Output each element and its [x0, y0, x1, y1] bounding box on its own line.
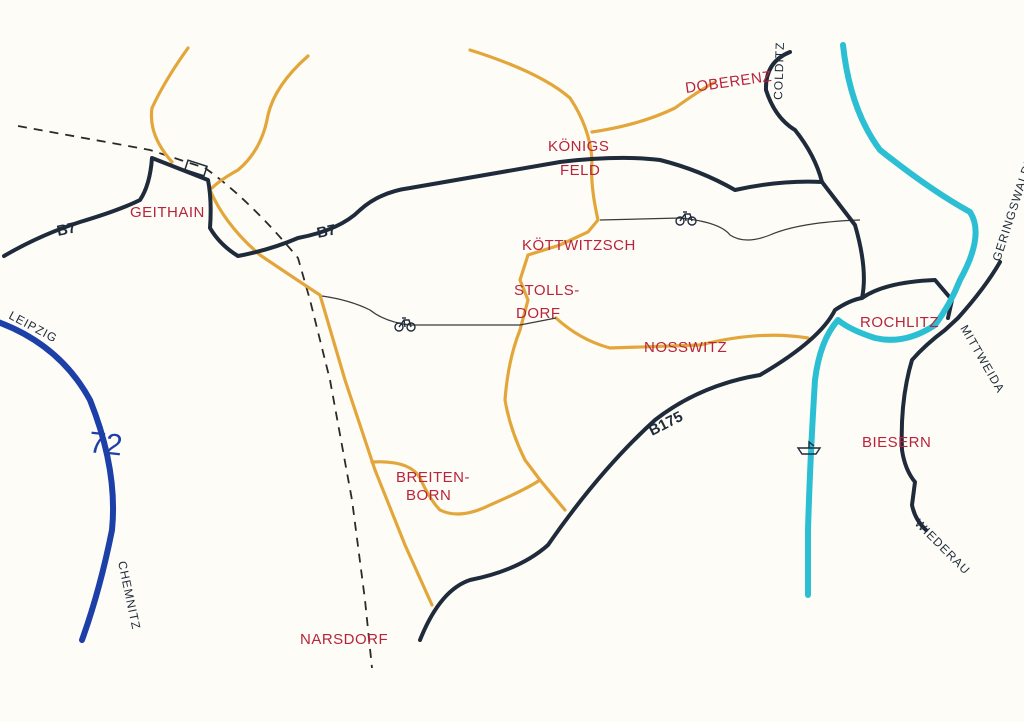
town-label-born: BORN — [406, 487, 451, 504]
minor-road-doberenz — [590, 80, 717, 134]
road-label-b7-east: B7 — [315, 221, 337, 242]
direction-label-wiederau: WIEDERAU — [912, 516, 973, 577]
main-roads — [2, 50, 1002, 642]
minor-road-nosswitz — [554, 316, 810, 350]
town-label-narsdorf: NARSDORF — [300, 631, 388, 648]
minor-road-geithain-north-2 — [210, 54, 310, 190]
minor-roads — [149, 46, 810, 607]
bike-paths — [321, 217, 861, 326]
minor-road-geithain-north-1 — [149, 46, 190, 164]
town-label-koenigs: KÖNIGS — [548, 137, 609, 155]
town-label-breiten: BREITEN- — [396, 469, 470, 486]
town-label-stolls: STOLLS- — [514, 282, 580, 299]
town-label-feld: FELD — [560, 162, 600, 179]
bicycle-icon — [675, 211, 697, 226]
minor-road-geithain-narsdorf — [208, 188, 434, 607]
motorway-a72 — [0, 319, 117, 643]
minor-road-breitenborn — [370, 460, 542, 516]
town-label-rochlitz: ROCHLITZ — [860, 314, 939, 331]
town-label-dorf: DORF — [516, 305, 561, 322]
motorway-shield-72: 72 — [87, 426, 124, 462]
town-label-koettwitzsch: KÖTTWITZSCH — [522, 236, 636, 254]
river-zwickauer-mulde — [805, 42, 979, 598]
road-b175 — [418, 278, 954, 642]
direction-label-colditz: COLDITZ — [771, 41, 787, 100]
direction-label-geringswalde: GERINGSWALDE — [990, 154, 1024, 263]
road-colditz — [763, 50, 866, 300]
road-b7-west — [2, 155, 824, 258]
direction-label-mittweida: MITTWEIDA — [957, 323, 1007, 396]
railway-line — [17, 125, 373, 669]
road-geringswalde — [899, 260, 1002, 532]
town-label-biesern: BIESERN — [862, 434, 931, 451]
station-icon — [183, 159, 209, 177]
bike-path-north — [599, 217, 861, 241]
bike-path-south — [321, 295, 557, 326]
town-label-geithain: GEITHAIN — [130, 204, 205, 221]
minor-road-north-koenigsfeld — [468, 48, 600, 512]
direction-label-chemnitz: CHEMNITZ — [115, 560, 143, 631]
road-label-b7-west: B7 — [55, 219, 77, 240]
bicycle-icon — [394, 317, 416, 332]
boat-icon — [796, 440, 822, 455]
town-label-doberenz: DOBERENZ — [684, 68, 773, 97]
town-label-nosswitz: NOSSWITZ — [644, 339, 727, 356]
